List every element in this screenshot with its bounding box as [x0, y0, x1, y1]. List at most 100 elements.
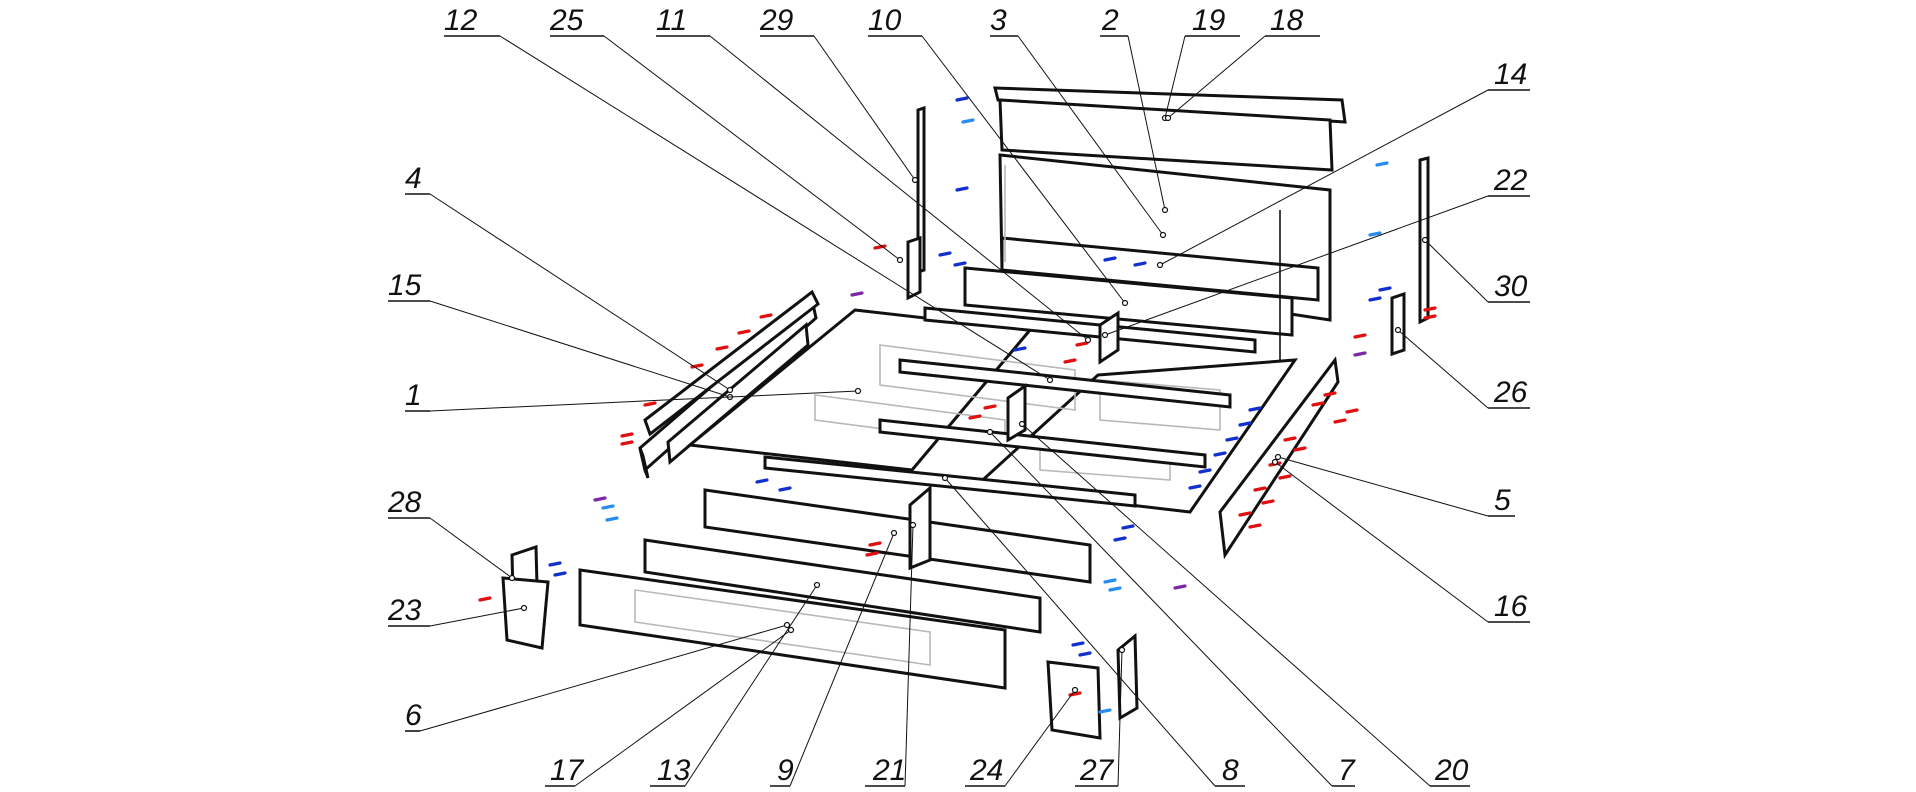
callout-number: 12 [444, 4, 478, 37]
fastener-mark [938, 251, 952, 257]
callout-anchor-dot [787, 626, 795, 634]
fastener-mark [643, 401, 657, 407]
fastener-mark [1075, 341, 1089, 347]
fastener-mark [1353, 333, 1367, 339]
callout-anchor-dot [520, 604, 528, 612]
callout-leader-line [429, 517, 513, 579]
fastener-mark [953, 261, 967, 267]
callout-anchor-dot [1161, 206, 1169, 214]
callout-anchor-dot [726, 386, 734, 394]
callout-leader-line [1277, 456, 1489, 517]
callout-number: 13 [657, 754, 691, 787]
callout-anchor-dot [1156, 261, 1164, 269]
fastener-mark [478, 596, 492, 602]
callout-13: 13 [650, 581, 821, 787]
callout-leader-line [989, 431, 1333, 787]
fastener-mark [1261, 499, 1275, 505]
callout-anchor-dot [1071, 686, 1079, 694]
fastener-mark [1238, 421, 1252, 427]
fastener-mark [968, 414, 982, 420]
callout-leader-line [904, 524, 914, 787]
callout-number: 25 [549, 4, 584, 37]
headboard-assembly [963, 86, 1347, 360]
callout-number: 19 [1192, 4, 1226, 37]
callout-leader-line [429, 390, 859, 412]
callout-1: 1 [405, 379, 862, 412]
callout-number: 5 [1494, 484, 1511, 517]
center-rail-3 [878, 418, 1207, 469]
callout-11: 11 [656, 4, 1092, 344]
callout-number: 27 [1079, 754, 1115, 787]
callout-20: 20 [1018, 420, 1470, 787]
fastener-mark [868, 541, 882, 547]
callout-2: 2 [1100, 4, 1169, 214]
callout-number: 21 [872, 754, 906, 787]
fastener-mark [961, 118, 975, 124]
callout-number: 22 [1493, 164, 1528, 197]
fastener-mark [1248, 523, 1262, 529]
callout-anchor-dot [1118, 646, 1126, 654]
fastener-mark [759, 313, 773, 319]
fastener-mark [1283, 436, 1297, 442]
front-rail-13 [643, 538, 1042, 634]
callout-number: 14 [1494, 58, 1527, 91]
callout-14: 14 [1156, 58, 1530, 269]
leg-27 [1116, 632, 1139, 721]
fastener-mark [1375, 161, 1389, 167]
fastener-mark [1063, 358, 1077, 364]
callout-5: 5 [1274, 453, 1515, 517]
callout-24: 24 [965, 686, 1079, 787]
fastener-mark [1353, 351, 1367, 357]
callout-30: 30 [1421, 236, 1530, 303]
fastener-mark [1225, 436, 1239, 442]
callout-leader-line [1017, 35, 1164, 236]
callout-leader-line [1004, 689, 1076, 787]
callout-number: 24 [969, 754, 1003, 787]
fastener-mark [850, 291, 864, 297]
front-rail-upper [703, 488, 1092, 584]
leg-23 [501, 576, 550, 650]
callout-number: 26 [1493, 376, 1528, 409]
fastener-mark [1378, 286, 1392, 292]
fastener-mark [1173, 584, 1187, 590]
corner-legs [501, 544, 1139, 740]
callout-anchor-dot [1271, 458, 1279, 466]
callout-leader-line [789, 532, 895, 787]
headboard-lower-rail [1000, 236, 1320, 302]
divider-22 [1098, 310, 1120, 365]
callout-leader-line [429, 300, 731, 398]
fastener-mark [1368, 231, 1382, 237]
callout-leader-line [603, 35, 901, 261]
fastener-marks [478, 96, 1437, 714]
callout-number: 3 [990, 4, 1007, 37]
fastener-mark [620, 432, 634, 438]
callout-anchor-dot [1101, 331, 1109, 339]
callout-6: 6 [405, 621, 791, 732]
callout-number: 16 [1494, 590, 1528, 623]
fastener-mark [955, 186, 969, 192]
callout-leader-line [1397, 329, 1489, 409]
callout-4: 4 [405, 162, 734, 394]
fastener-mark [1345, 408, 1359, 414]
fastener-mark [1323, 391, 1337, 397]
callout-9: 9 [770, 529, 898, 787]
callout-8: 8 [941, 474, 1245, 787]
callout-17: 17 [545, 626, 795, 787]
callout-anchor-dot [890, 529, 898, 537]
callout-number: 28 [387, 486, 422, 519]
callout-leader-line [1159, 89, 1489, 266]
fastener-mark [1121, 524, 1135, 530]
fastener-mark [601, 504, 615, 510]
callout-number: 2 [1101, 4, 1119, 37]
fastener-mark [553, 571, 567, 577]
fastener-mark [1071, 641, 1085, 647]
fastener-mark [620, 440, 634, 446]
fastener-mark [737, 329, 751, 335]
callout-leader-line [1104, 195, 1489, 336]
callout-leader-line [921, 35, 1126, 304]
callout-number: 4 [405, 162, 422, 195]
callout-anchor-dot [854, 387, 862, 395]
callout-27: 27 [1075, 646, 1126, 787]
callout-anchor-dot [1121, 299, 1129, 307]
callout-leader-line [1274, 461, 1489, 623]
